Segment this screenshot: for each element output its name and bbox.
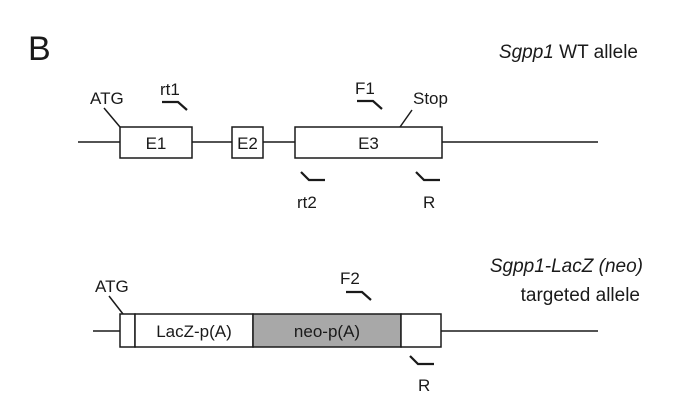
wt-exon-e3 (294, 126, 443, 159)
panel-letter: B (28, 30, 51, 68)
wt-primer-rt2-label: rt2 (297, 193, 317, 212)
wt-primer-rt2-arrow (300, 171, 325, 182)
wt-gene-name: Sgpp1 (499, 42, 554, 63)
wt-primer-f1-arrow (357, 99, 383, 110)
targeted-atg-label: ATG (95, 277, 129, 296)
wt-exon-e3-label: E3 (358, 134, 379, 153)
targeted-lacz-segment (134, 313, 254, 348)
targeted-primer-f2-arrow (346, 290, 372, 301)
wt-primer-r-label: R (423, 193, 435, 212)
wt-stop-pointer (399, 109, 413, 128)
wt-atg-label: ATG (90, 89, 124, 108)
wt-primer-r-arrow (415, 171, 440, 182)
wt-stop-label: Stop (413, 89, 448, 108)
targeted-primer-r-arrow (409, 355, 434, 366)
wt-exon-e1 (119, 126, 193, 159)
wt-title-suffix: WT allele (554, 42, 638, 63)
targeted-title-line1: Sgpp1-LacZ (neo) (490, 256, 643, 277)
wt-exon-e2 (231, 126, 264, 159)
targeted-exon-start (119, 313, 136, 348)
targeted-title-line2: targeted allele (521, 285, 640, 306)
targeted-exon-end (400, 313, 442, 348)
targeted-neo-label: neo-p(A) (294, 322, 360, 341)
targeted-primer-r-label: R (418, 376, 430, 395)
targeted-lacz-label: LacZ-p(A) (156, 322, 232, 341)
wt-primer-rt1-arrow (162, 100, 188, 111)
wt-exon-e2-label: E2 (237, 134, 258, 153)
wt-allele-title: Sgpp1 WT allele (499, 42, 638, 63)
wt-exon-e1-label: E1 (146, 134, 167, 153)
wt-primer-f1-label: F1 (355, 79, 375, 98)
targeted-atg-pointer (108, 295, 124, 315)
wt-primer-rt1-label: rt1 (160, 80, 180, 99)
wt-atg-pointer (103, 107, 121, 128)
targeted-primer-f2-label: F2 (340, 269, 360, 288)
